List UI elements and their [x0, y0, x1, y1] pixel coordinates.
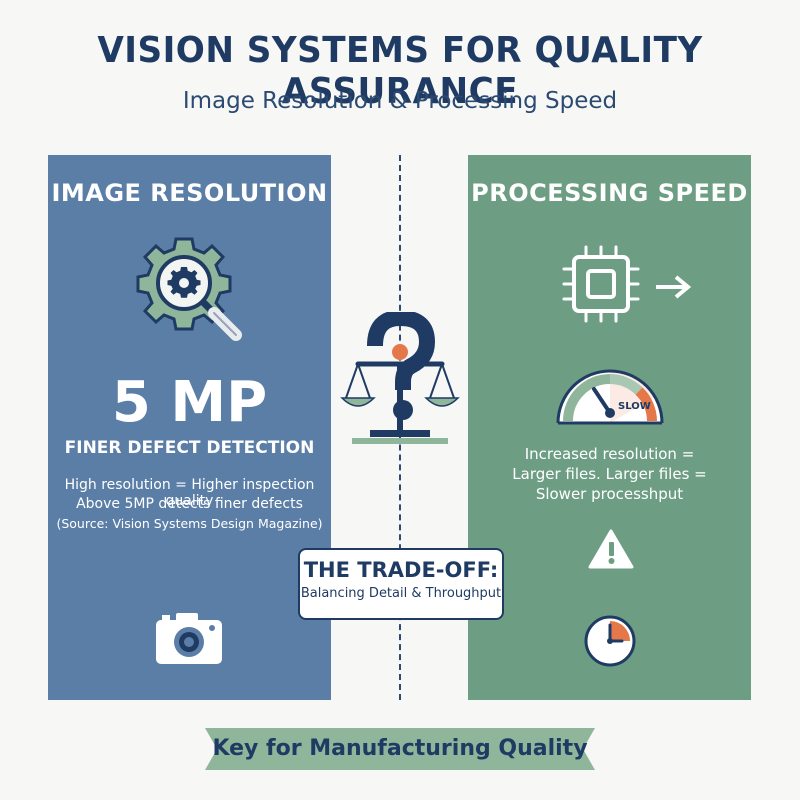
- camera-icon: [156, 613, 222, 664]
- clock-icon: [584, 615, 636, 667]
- speed-line-3: Slower processhput: [535, 485, 684, 503]
- tradeoff-text: Balancing Detail & Throughput: [300, 586, 502, 601]
- processor-chip-icon: [562, 245, 640, 323]
- tradeoff-title: THE TRADE-OFF:: [303, 558, 499, 582]
- resolution-value: 5 MP: [111, 370, 268, 435]
- warning-icon: [588, 529, 634, 569]
- page-title: VISION SYSTEMS FOR QUALITY ASSURANCE: [97, 30, 703, 112]
- gear-magnifier-icon: [136, 237, 242, 341]
- speed-line-2: Larger files. Larger files =: [512, 465, 707, 483]
- page-subtitle: Image Resolution & Processing Speed: [182, 88, 618, 114]
- image-resolution-heading: IMAGE RESOLUTION: [51, 179, 328, 207]
- resolution-caption: FINER DEFECT DETECTION: [64, 438, 315, 458]
- resolution-line-1: High resolution = Higher inspection qual…: [64, 477, 315, 509]
- speedometer-icon: SLOW: [556, 369, 664, 425]
- footer-banner-text: Key for Manufacturing Quality: [212, 736, 588, 761]
- gauge-label: SLOW: [618, 401, 651, 412]
- image-resolution-panel: IMAGE RESOLUTION 5 MP FINER DEFECT DETEC…: [48, 155, 331, 700]
- speed-line-1: Increased resolution =: [524, 445, 695, 463]
- question-mark-icon: [367, 312, 435, 420]
- resolution-source: (Source: Vision Systems Design Magazine): [56, 516, 323, 531]
- resolution-line-2: Above 5MP detects finer defects: [76, 496, 303, 512]
- processing-speed-heading: PROCESSING SPEED: [471, 179, 748, 207]
- tradeoff-box: THE TRADE-OFF: Balancing Detail & Throug…: [298, 548, 504, 620]
- footer-banner: Key for Manufacturing Quality: [205, 728, 595, 770]
- processing-speed-panel: PROCESSING SPEED SLOW Increased resoluti…: [468, 155, 751, 700]
- arrow-right-icon: [656, 275, 692, 299]
